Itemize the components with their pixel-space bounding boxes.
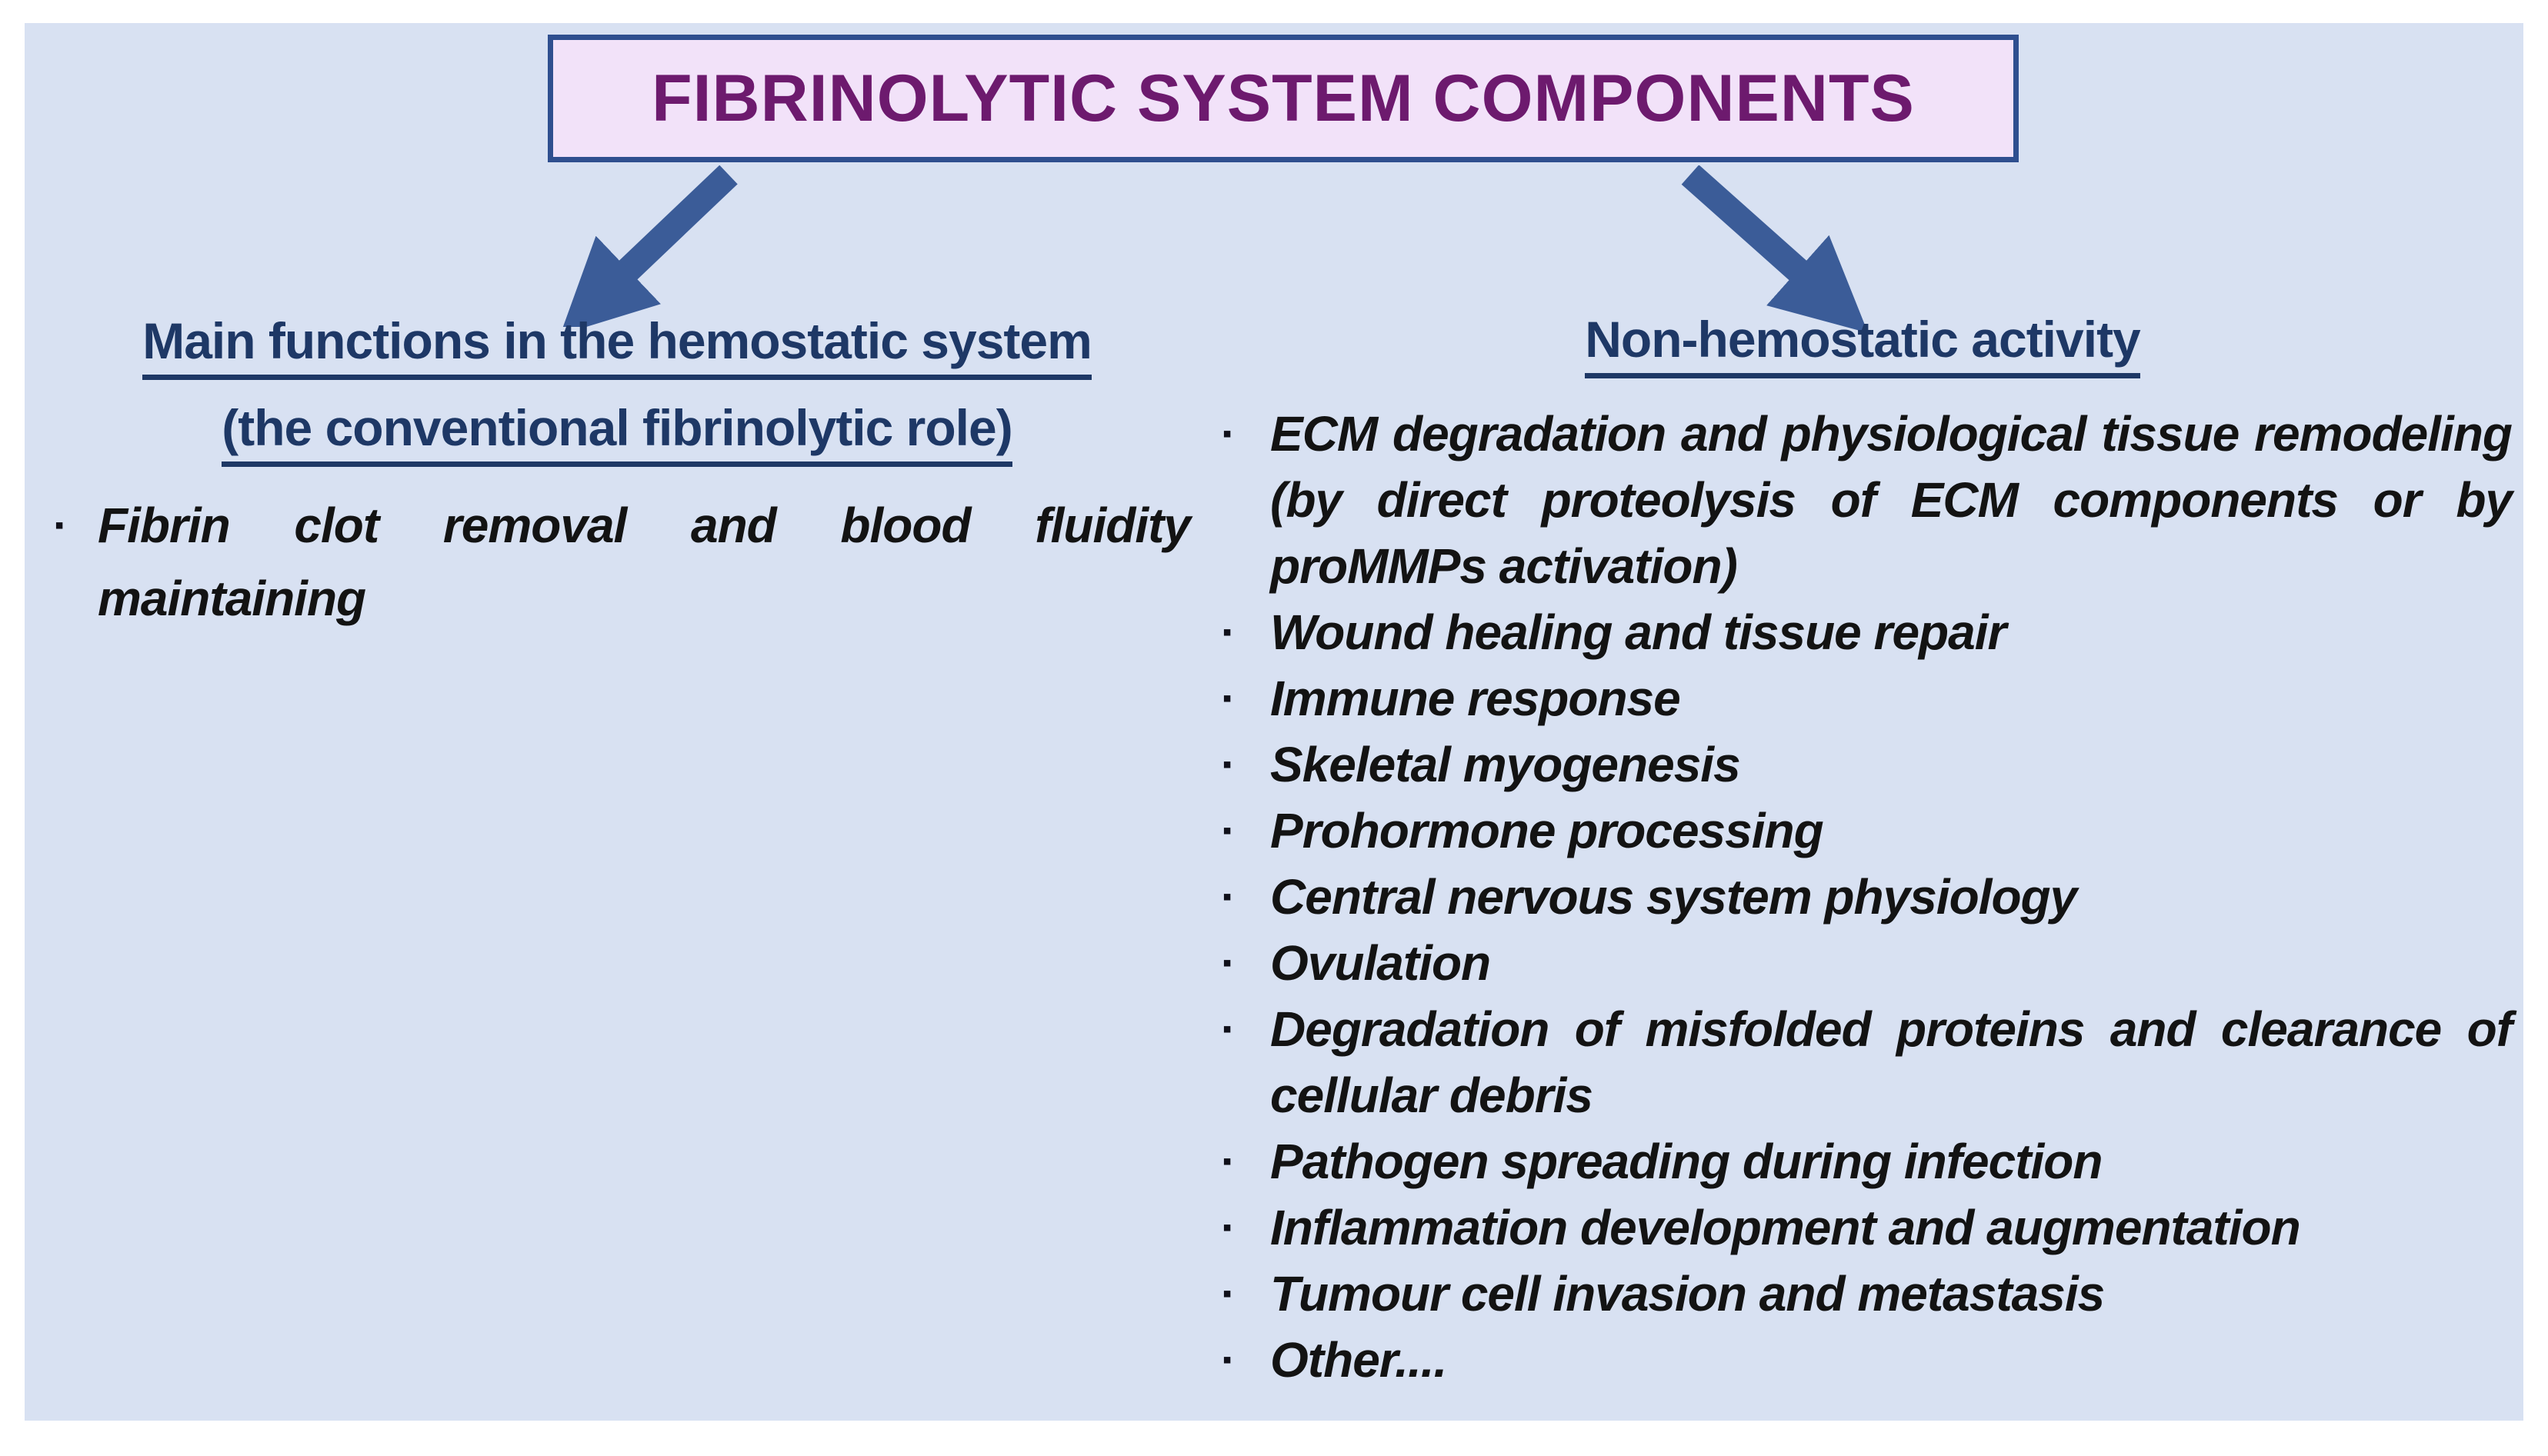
bullet-icon: ▪ bbox=[1222, 1147, 1232, 1176]
bullet-icon: ▪ bbox=[1222, 1213, 1232, 1242]
left-column-heading-line2: (the conventional fibrinolytic role) bbox=[44, 396, 1190, 474]
bullet-icon: ▪ bbox=[1222, 618, 1232, 647]
list-item: ▪ Ovulation bbox=[1213, 930, 2512, 996]
bullet-text: Skeletal myogenesis bbox=[1270, 737, 1741, 792]
list-item: ▪ Inflammation development and augmentat… bbox=[1213, 1194, 2512, 1261]
down-left-arrow-icon bbox=[560, 165, 738, 327]
bullet-text: Central nervous system physiology bbox=[1270, 869, 2077, 925]
bullet-text: Wound healing and tissue repair bbox=[1270, 605, 2006, 660]
list-item: ▪ Wound healing and tissue repair bbox=[1213, 599, 2512, 665]
bullet-icon: ▪ bbox=[55, 511, 65, 540]
bullet-icon: ▪ bbox=[1222, 816, 1232, 845]
bullet-text: Prohormone processing bbox=[1270, 803, 1824, 858]
list-item: ▪ Central nervous system physiology bbox=[1213, 864, 2512, 930]
bullet-icon: ▪ bbox=[1222, 882, 1232, 911]
left-column-heading-line1: Main functions in the hemostatic system bbox=[44, 309, 1190, 387]
bullet-text: Inflammation development and augmentatio… bbox=[1270, 1200, 2301, 1255]
left-bullet-list: ▪ Fibrin clot removal and blood fluidity… bbox=[44, 489, 1191, 635]
bullet-icon: ▪ bbox=[1222, 1345, 1232, 1374]
bullet-text: Degradation of misfolded proteins and cl… bbox=[1270, 1001, 2513, 1123]
list-item: ▪ Other.... bbox=[1213, 1327, 2512, 1393]
list-item: ▪ Prohormone processing bbox=[1213, 798, 2512, 864]
bullet-icon: ▪ bbox=[1222, 1015, 1232, 1044]
down-right-arrow-icon bbox=[1681, 165, 1869, 331]
bullet-text: Tumour cell invasion and metastasis bbox=[1270, 1266, 2105, 1321]
right-column: Non-hemostatic activity ▪ ECM degradatio… bbox=[1213, 308, 2521, 1393]
bullet-text: Immune response bbox=[1270, 671, 1681, 726]
right-column-heading: Non-hemostatic activity bbox=[1213, 308, 2512, 385]
list-item: ▪ Immune response bbox=[1213, 665, 2512, 731]
page-title: FIBRINOLYTIC SYSTEM COMPONENTS bbox=[652, 61, 1915, 135]
bullet-icon: ▪ bbox=[1222, 1279, 1232, 1308]
bullet-text: Ovulation bbox=[1270, 935, 1491, 991]
bullet-text: Other.... bbox=[1270, 1332, 1447, 1388]
list-item: ▪ Degradation of misfolded proteins and … bbox=[1213, 996, 2513, 1128]
list-item: ▪ Skeletal myogenesis bbox=[1213, 731, 2512, 798]
title-box: FIBRINOLYTIC SYSTEM COMPONENTS bbox=[548, 35, 2019, 162]
list-item: ▪ Fibrin clot removal and blood fluidity… bbox=[44, 489, 1191, 635]
left-column: Main functions in the hemostatic system … bbox=[44, 309, 1191, 635]
bullet-icon: ▪ bbox=[1222, 684, 1232, 713]
bullet-icon: ▪ bbox=[1222, 750, 1232, 779]
right-bullet-list: ▪ ECM degradation and physiological tiss… bbox=[1213, 401, 2513, 1393]
bullet-text: ECM degradation and physiological tissue… bbox=[1270, 406, 2513, 594]
bullet-icon: ▪ bbox=[1222, 948, 1232, 978]
list-item: ▪ Pathogen spreading during infection bbox=[1213, 1128, 2512, 1194]
list-item: ▪ Tumour cell invasion and metastasis bbox=[1213, 1261, 2512, 1327]
bullet-text: Fibrin clot removal and blood fluidity m… bbox=[98, 498, 1191, 626]
bullet-icon: ▪ bbox=[1222, 419, 1232, 448]
list-item: ▪ ECM degradation and physiological tiss… bbox=[1213, 401, 2513, 599]
bullet-text: Pathogen spreading during infection bbox=[1270, 1134, 2103, 1189]
diagram-panel: FIBRINOLYTIC SYSTEM COMPONENTS Main func… bbox=[25, 23, 2523, 1421]
